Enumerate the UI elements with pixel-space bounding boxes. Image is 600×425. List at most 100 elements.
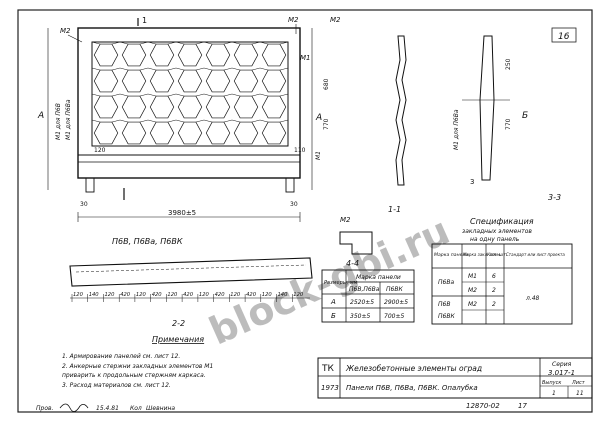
size-row-b-v2: 700±5 [384,313,404,320]
lattice-cell [205,43,231,67]
title-block: ТК 1973 Железобетонные элементы оград Па… [317,357,593,410]
size-table: Размеры, мм Марка панели П6В,П6Ва П6ВК А… [321,269,415,323]
panel-lattice-area [91,41,289,147]
lattice-strut [147,119,177,123]
lattice-strut [147,67,177,71]
m1-for-p6va-right-label: М1 для П6Ва [453,109,460,150]
lattice-cell [149,69,175,93]
signature-icon [59,403,89,412]
lattice-cell [93,95,119,119]
section-1-1-profile [395,35,407,186]
lattice-cell [233,69,259,93]
lattice-strut [259,93,289,97]
plan-dim-label: 120 [73,292,84,298]
spec-h4: Стандарт или лист проекта [506,252,565,257]
sheet-number: 16 [558,32,570,42]
m2-left-label: М2 [60,27,71,35]
plan-dim-label: 120 [230,292,241,298]
lattice-cell [233,43,259,67]
plan-dim-label: 120 [199,292,210,298]
year-label: 1973 [321,384,339,392]
sheet-number-box [551,27,577,43]
section-1-1: 1-1 М2 [330,16,407,214]
section-4-4-profile [339,231,373,255]
lattice-cell [177,69,203,93]
size-row-a-key: А [330,298,336,306]
plan-dim-label: 120 [293,292,304,298]
note-2: 2. Анкерные стержни закладных элементов … [62,363,213,370]
lattice-cell [93,43,119,67]
spec-h2: Марка закл. элем. [463,252,501,257]
section-1-1-caption: 1-1 [388,205,401,214]
lattice-strut [175,119,205,123]
panel-outline [77,27,301,179]
label-110: 110 [294,147,306,154]
left-leg [85,177,95,193]
spec-r1-ref: л.48 [525,295,540,302]
m1-for-p6va-label: М1 для П6Ва [65,99,72,140]
notes-title: Примечания [152,335,204,344]
lattice-strut [259,41,289,45]
sheet-frame [17,9,593,413]
lattice-strut [119,119,149,123]
lattice-strut [119,93,149,97]
lattice-cell [121,43,147,67]
size-sub-a: П6В,П6Ва [349,286,380,293]
lattice-strut [203,93,233,97]
list-value: 11 [576,390,584,397]
size-row-a-v2: 2900±5 [384,299,408,306]
size-row-a-v1: 2520±5 [350,299,374,306]
m2-4-4-label: М2 [340,216,351,224]
series-label: Серия [552,361,572,368]
title-sub: Панели П6В, П6Ва, П6ВК. Опалубка [346,384,478,392]
dim-a-right: А [315,113,322,123]
checked-label: Пров. [36,405,54,412]
section-3-3-caption: 3-3 [548,193,561,202]
lattice-cell [177,43,203,67]
lattice-cell [233,121,259,145]
lattice-strut [91,93,121,97]
right-leg [285,177,295,193]
lattice-strut [231,93,261,97]
plan-dim-label: 420 [183,292,194,298]
spec-h3: Кол. шт. [487,252,507,258]
m1-right-label: М1 [315,151,322,160]
dim-b-right: Б [522,111,528,121]
lattice-cell [149,121,175,145]
dim-680: 680 [323,78,330,90]
spec-table: Спецификация закладных элементов на одну… [431,217,573,325]
lattice-strut [91,67,121,71]
size-row-b-v1: 350±5 [350,313,370,320]
m1-for-p6v-label: М1 для П6В [55,103,62,140]
dim-250-right: 250 [505,58,512,70]
series-value: 3.017-1 [548,369,575,377]
lattice-cell [261,43,287,67]
plan-dim-label: 420 [120,292,131,298]
spec-r0-panel: П6Ва [438,279,454,286]
m2-section-label: М2 [330,16,341,24]
lattice-cell [205,121,231,145]
notes: Примечания 1. Армирование панелей см. ли… [62,335,213,389]
section-3-label: 3 [470,178,474,186]
spec-r1-qty: 2 [492,287,496,294]
lattice-strut [203,119,233,123]
spec-r2-mark: М2 [468,301,477,308]
label-30-left: 30 [80,201,88,208]
checked-name: Шевнина [146,405,175,412]
width-dim: 3980±5 [168,209,196,217]
section-3-3: 3-3 3 Б М1 для П6Ва 250 770 [453,35,561,202]
lattice-strut [203,67,233,71]
size-sub-b: П6ВК [386,286,403,293]
lattice-strut [175,67,205,71]
lattice-strut [91,41,121,45]
lattice-strut [259,119,289,123]
lattice-strut [147,41,177,45]
lattice-strut [175,41,205,45]
plan-dim-label: 420 [152,292,163,298]
lattice-strut [231,41,261,45]
lattice-strut [119,67,149,71]
note-1: 1. Армирование панелей см. лист 12. [62,353,180,360]
note-3: 3. Расход материалов см. лист 12. [62,382,171,389]
